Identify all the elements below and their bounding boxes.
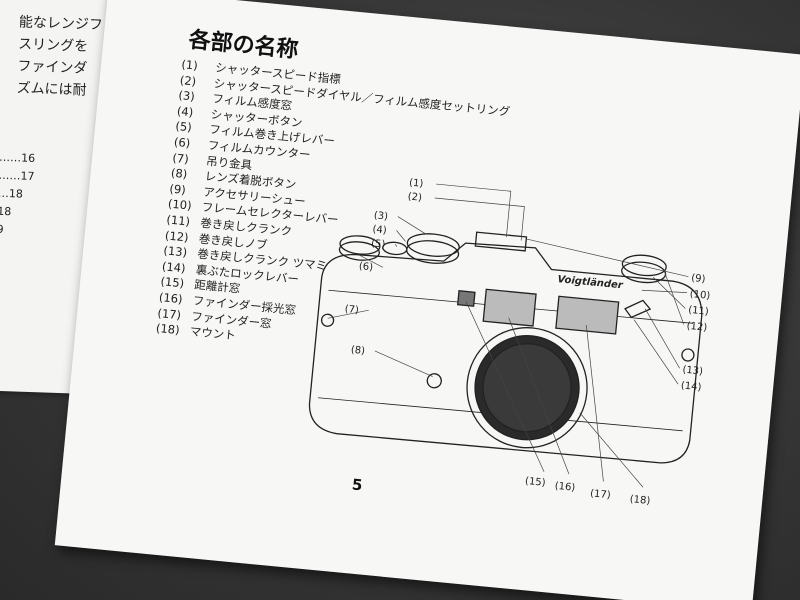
callout-label: (9): [691, 273, 706, 285]
callout-label: (2): [407, 191, 422, 203]
page-title: 各部の名称: [187, 27, 300, 64]
callout-label: (18): [629, 494, 651, 507]
callout-label: (13): [682, 365, 704, 378]
callout-label: (6): [358, 261, 373, 273]
callout-label: (4): [372, 224, 387, 236]
leader-lines: [327, 183, 689, 488]
toc-entry: 18: [0, 204, 12, 219]
callout-label: (7): [344, 304, 359, 316]
camera-diagram: Voigtländer: [308, 177, 711, 507]
left-page-line: ファインダ: [17, 58, 88, 77]
callout-label: (12): [686, 321, 708, 334]
toc-entry: 9: [0, 222, 4, 236]
page-number: 5: [351, 475, 364, 495]
left-page-line: ズムには耐: [16, 80, 87, 99]
callout-label: (17): [590, 488, 612, 501]
callout-label: (3): [373, 210, 388, 222]
camera-illustration: [308, 231, 703, 464]
callout-label: (11): [688, 305, 710, 318]
left-page-line: スリングを: [17, 36, 89, 55]
toc-entry: ……16: [0, 150, 36, 166]
callout-label: (14): [680, 380, 702, 393]
callout-label: (15): [525, 476, 547, 489]
callout-label: (16): [554, 481, 576, 494]
left-page-line: 能なレンジフ: [18, 14, 104, 34]
callout-label: (1): [409, 177, 424, 189]
toc-entry: …18: [0, 186, 24, 201]
brand-logo: Voigtländer: [557, 274, 624, 291]
manual-page: 各部の名称 (1)シャッタースピード指標 (2)シャッタースピードダイヤル／フィ…: [54, 0, 800, 600]
toc-entry: ……17: [0, 168, 35, 184]
callout-label: (5): [371, 238, 386, 250]
callout-label: (8): [350, 345, 365, 357]
callout-label: (10): [689, 289, 711, 302]
